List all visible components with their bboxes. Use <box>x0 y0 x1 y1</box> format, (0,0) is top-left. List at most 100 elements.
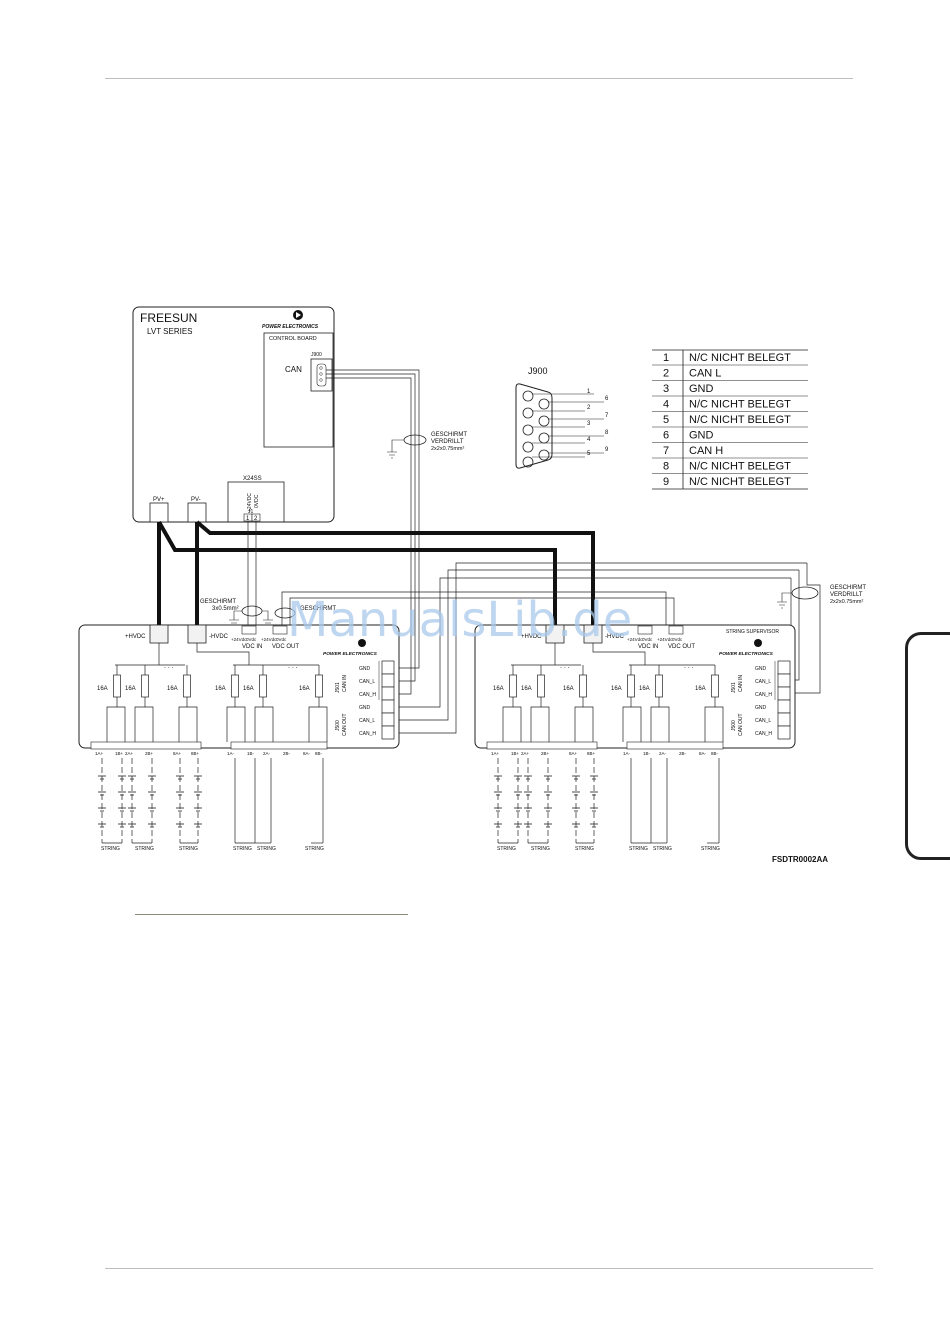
can-terminal-label: CAN_H <box>755 692 772 698</box>
drawing-code: FSDTR0002AA <box>772 855 828 864</box>
string-plus-label: 1B+ <box>115 751 124 756</box>
can-terminal-label: CAN_L <box>359 718 375 724</box>
can-terminal-label: CAN_L <box>755 679 771 685</box>
control-board <box>263 332 334 448</box>
j500-label: J500 <box>731 720 737 731</box>
j1-pin-1: 1 <box>246 516 250 522</box>
can-terminal <box>777 686 791 701</box>
vdc-out-label: VDC OUT <box>668 644 695 650</box>
string-label: STRING <box>653 846 672 852</box>
pv-minus-label: PV- <box>191 497 201 503</box>
vdc-in-label: VDC IN <box>242 644 262 650</box>
string-label: STRING <box>233 846 252 852</box>
cable-shield-3 <box>777 586 819 609</box>
control-board-label: CONTROL BOARD <box>269 336 317 342</box>
j900-label-small: J900 <box>311 352 322 358</box>
hvdc-cables <box>157 520 595 625</box>
can-label: CAN <box>285 365 302 374</box>
shield-label-2b: 3x0.5mm² <box>212 606 239 612</box>
string-minus-label: 2A- <box>263 751 271 756</box>
inverter-box: FREESUN LVT SERIES POWER ELECTRONICS CON… <box>132 306 335 523</box>
shield-label-1b: VERDRILLT <box>431 439 464 445</box>
fuse-16a <box>627 674 635 698</box>
string-label: STRING <box>531 846 550 852</box>
string-minus-label: 8A- <box>699 751 707 756</box>
pin-number-1: 1 <box>663 352 669 364</box>
shield-label-3c: 2x2x0.75mm² <box>830 599 863 605</box>
supervisor-brand: POWER ELECTRONICS <box>323 651 378 657</box>
pin-desc-9: N/C NICHT BELEGT <box>689 476 791 488</box>
can-bus-wires-chain <box>398 562 821 734</box>
fuse-label: 16A <box>695 686 706 692</box>
pin-desc-7: CAN H <box>689 445 723 457</box>
supervisor-brand: POWER ELECTRONICS <box>719 651 774 657</box>
ellipsis: . . . <box>164 663 174 670</box>
pin-desc-6: GND <box>689 430 714 442</box>
string-plus-label: 1B+ <box>511 751 520 756</box>
string-minus-label: 8B- <box>315 751 323 756</box>
pin-number-3: 3 <box>663 383 669 395</box>
hvdc-minus-terminal <box>187 624 207 644</box>
can-in-label: CAN IN <box>342 675 348 692</box>
can-terminal <box>381 712 395 727</box>
string-plus-label: 1A+ <box>491 751 500 756</box>
fuse-label: 16A <box>639 686 650 692</box>
can-terminal-label: GND <box>359 666 371 672</box>
can-terminal <box>381 686 395 701</box>
string-label: STRING <box>701 846 720 852</box>
shield-label-1c: 2x2x0.75mm² <box>431 446 464 452</box>
can-terminal-label: CAN_L <box>359 679 375 685</box>
can-terminal <box>777 699 791 714</box>
vdc-in-label: VDC IN <box>638 644 658 650</box>
fuse-16a <box>141 674 149 698</box>
can-terminal-label: GND <box>359 705 371 711</box>
string-label: STRING <box>179 846 198 852</box>
can-terminal <box>381 699 395 714</box>
can-terminal-label: CAN_L <box>755 718 771 724</box>
string-minus-label: 2B- <box>283 751 291 756</box>
string-label: STRING <box>101 846 120 852</box>
ellipsis: . . . <box>288 663 298 670</box>
fuse-label: 16A <box>611 686 622 692</box>
can-terminal <box>381 673 395 688</box>
fuse-16a <box>259 674 267 698</box>
fuse-label: 16A <box>215 686 226 692</box>
pin-desc-1: N/C NICHT BELEGT <box>689 352 791 364</box>
power-electronics-logo-icon <box>293 310 303 320</box>
string-plus-label: 2A+ <box>521 751 530 756</box>
conn-pin-4: 4 <box>587 437 591 443</box>
string-minus-label: 8B- <box>711 751 719 756</box>
string-plus-label: 8B+ <box>191 751 200 756</box>
pin-number-7: 7 <box>663 445 669 457</box>
can-terminal <box>777 712 791 727</box>
conn-pin-1: 1 <box>587 389 591 395</box>
cable-shield-1 <box>387 434 427 459</box>
can-terminal <box>777 660 791 675</box>
j900-connector: J900 1 6 2 7 3 8 4 9 5 <box>515 366 609 469</box>
string-plus-label: 1A+ <box>95 751 104 756</box>
fuse-label: 16A <box>167 686 178 692</box>
fuse-16a <box>183 674 191 698</box>
string-minus-label: 8A- <box>303 751 311 756</box>
conn-pin-9: 9 <box>605 447 609 453</box>
can-terminal-label: CAN_H <box>359 692 376 698</box>
fuse-16a <box>655 674 663 698</box>
fuse-16a <box>579 674 587 698</box>
pin-desc-2: CAN L <box>689 368 721 380</box>
x24ss-label: X24SS <box>243 476 262 482</box>
j1-label: J1 <box>248 509 254 515</box>
fuse-16a <box>509 674 517 698</box>
watermark: ManualsLib.de <box>287 592 632 648</box>
fuse-label: 16A <box>521 686 532 692</box>
string-minus-label: 2A- <box>659 751 667 756</box>
vdc-pin-label: 0Vdc <box>246 637 257 642</box>
j501-label: J501 <box>731 682 737 693</box>
caption-underline <box>135 914 408 915</box>
string-minus-label: 1A- <box>623 751 631 756</box>
shield-label-1a: GESCHIRMT <box>431 432 467 438</box>
conn-pin-5: 5 <box>587 451 591 457</box>
shield-label-3a: GESCHIRMT <box>830 585 866 591</box>
